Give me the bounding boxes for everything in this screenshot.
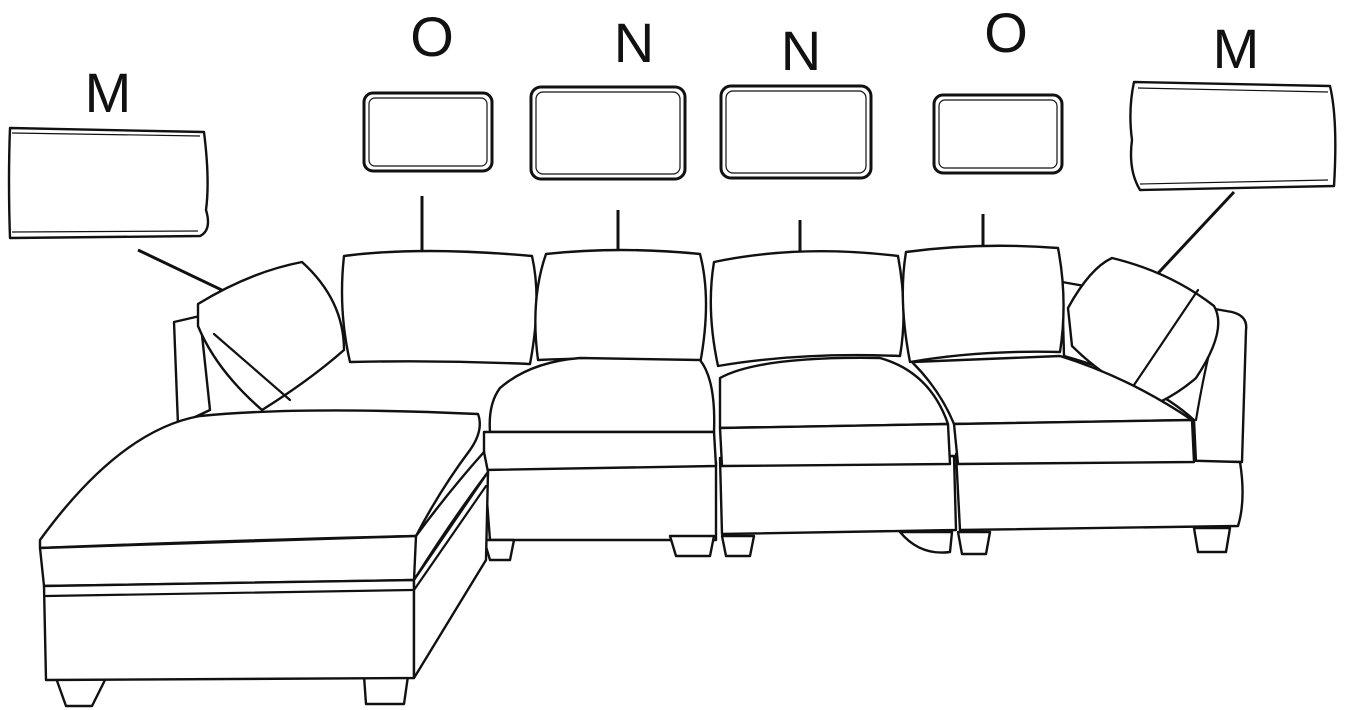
loose-cushion-pos3 — [721, 86, 871, 178]
sectional-sofa — [40, 246, 1246, 706]
cushion-label-pos2: N — [614, 11, 654, 74]
back-cushion-1 — [342, 251, 537, 364]
back-cushion-4 — [903, 246, 1064, 362]
cushion-label-left-end: M — [85, 61, 132, 124]
cushion-label-pos1: O — [410, 5, 454, 68]
loose-cushion-left-end — [9, 128, 208, 238]
throw-pillow-left — [198, 262, 344, 410]
loose-cushion-pos2 — [531, 87, 685, 179]
cushion-label-pos3: N — [781, 19, 821, 82]
back-cushion-3 — [711, 251, 904, 366]
back-cushion-2 — [535, 250, 706, 364]
seat-cushion-2 — [720, 358, 948, 428]
cushion-label-pos4: O — [984, 1, 1028, 64]
loose-cushion-pos1 — [364, 93, 492, 171]
cushion-label-right-end: M — [1213, 17, 1260, 80]
chaise-cushion — [40, 410, 480, 548]
loose-cushion-right-end — [1130, 82, 1335, 190]
seat-cushion-1 — [490, 358, 715, 432]
loose-cushion-pos4 — [934, 95, 1062, 173]
